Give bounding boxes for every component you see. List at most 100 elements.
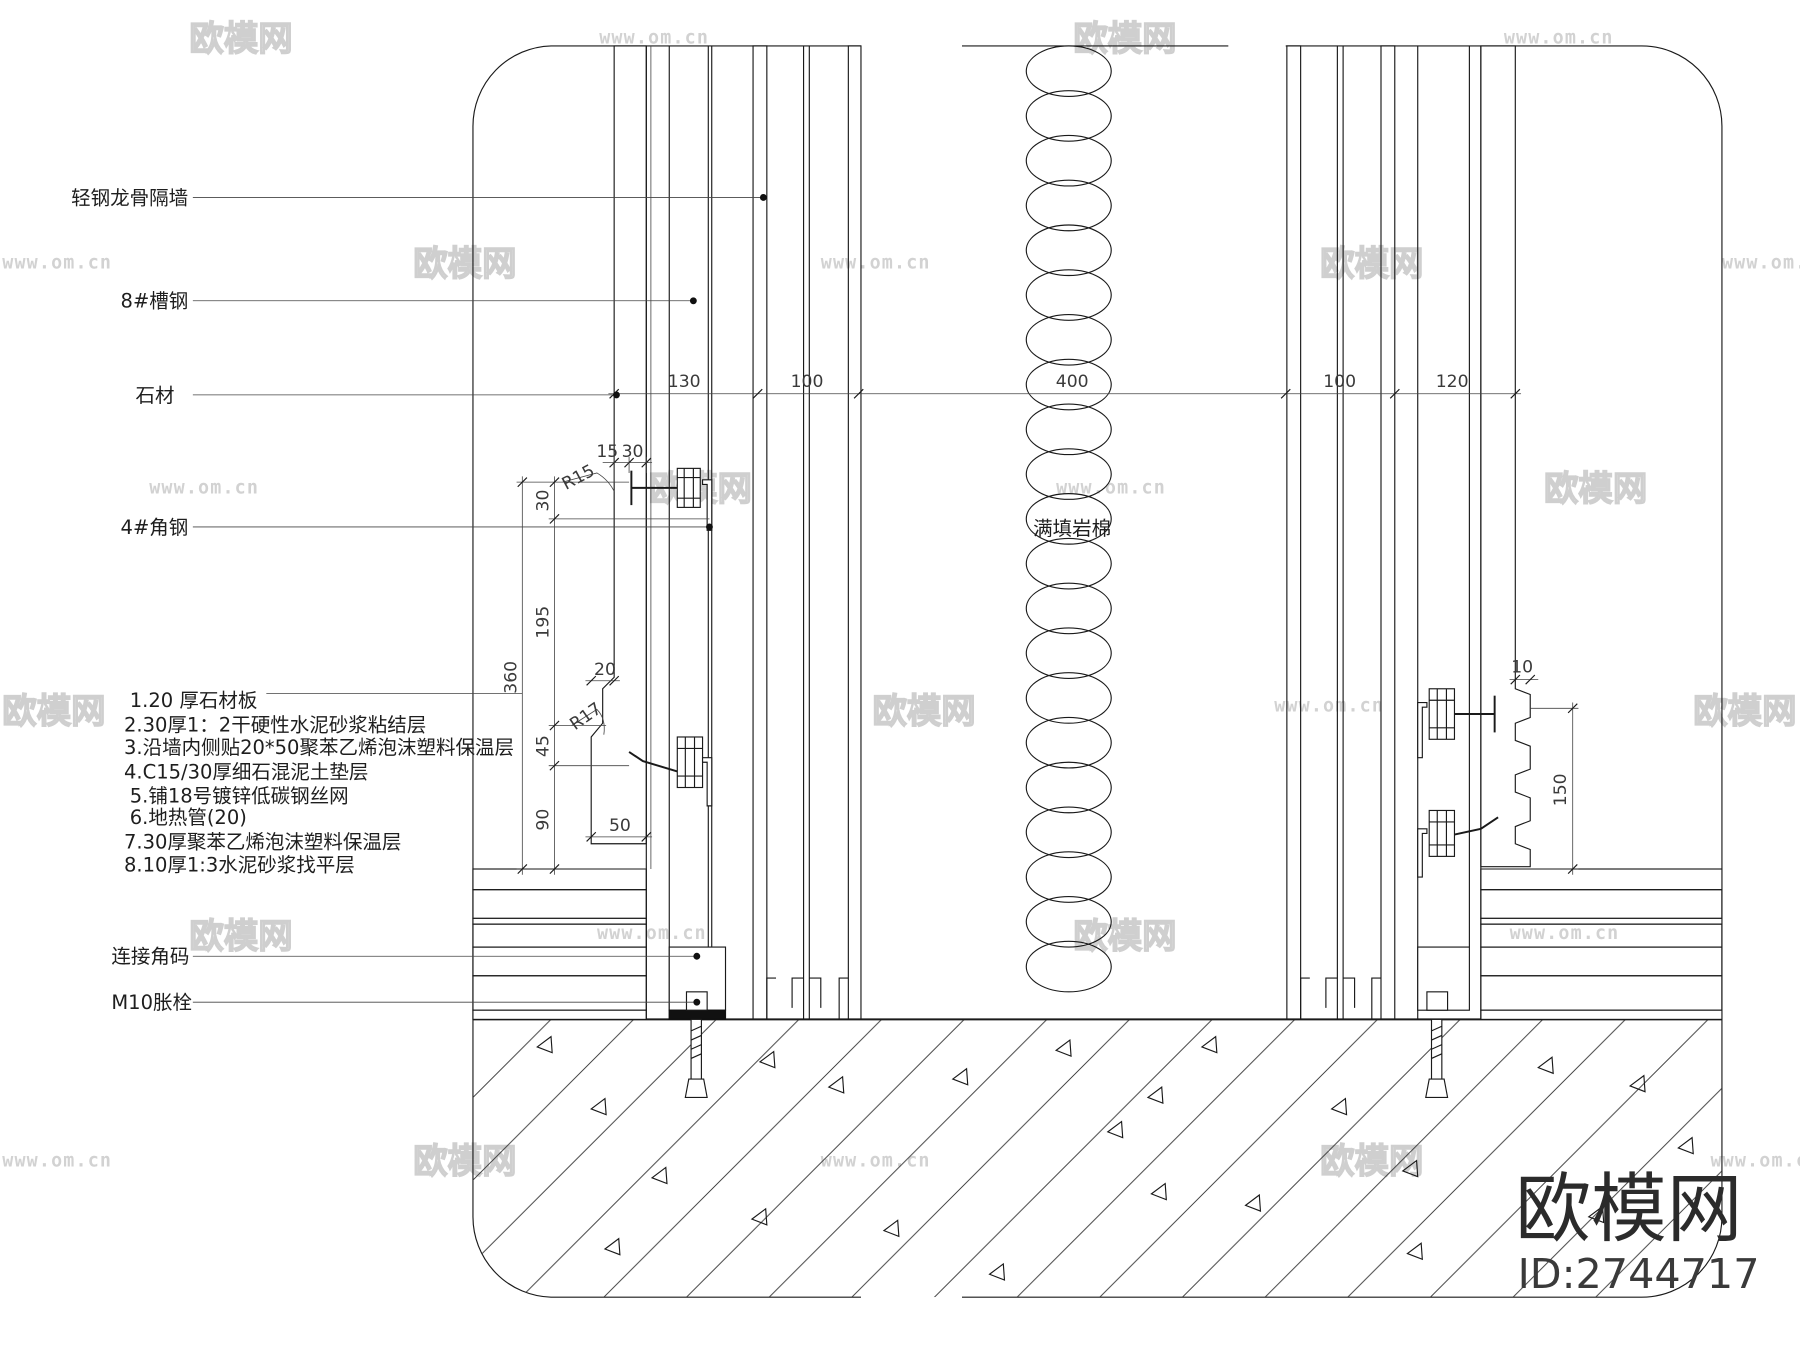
dim-top-stone-zone: 130 [668,372,701,392]
floor-mortar-layer [472,889,647,919]
rock-wool-coil [1025,761,1112,814]
callout-channel-steel: 8#槽钢 [121,290,189,313]
slab-aggregate-triangle [988,1262,1006,1281]
floor-layers-right [1480,868,1723,1020]
leader-dot [613,391,620,399]
dim-150-ticks [1567,703,1578,875]
rock-wool-infill [1025,45,1112,993]
rock-wool-coil [1025,940,1112,993]
floor-mortar-layer [1480,889,1723,919]
watermark-url: www.om.cn [1504,28,1614,49]
watermark-logo: 欧模网 [1073,917,1176,957]
left-lower-angle-steel [701,757,713,807]
slab-aggregate-triangle [1677,1136,1694,1155]
dim-15-30-extensions [613,456,647,483]
legend-item-1: 1.20 厚石材板 [130,689,258,712]
callout-light-steel-partition: 轻钢龙骨隔墙 [71,186,188,209]
slab-aggregate-triangle [650,1166,668,1185]
left-upper-bolt [676,467,701,508]
slab-aggregate-triangle [1401,1159,1419,1178]
slab-aggregate-marks [536,1035,1694,1281]
rock-wool-coil [1025,90,1112,142]
right-detail-dimensions: 10 150 [1480,658,1579,875]
rock-wool-label: 满填岩棉 [1033,517,1111,540]
watermark-url: www.om.cn [1710,1150,1800,1171]
right-anchor-nut [1426,991,1449,1011]
right-upper-angle-steel [1417,701,1428,759]
top-dimension-chain: 130 100 400 100 120 [608,372,1522,399]
dim-30-horizontal: 30 [622,442,644,462]
slab-aggregate-triangle [1054,1038,1072,1057]
right-partition-board-outer [1380,45,1396,1020]
leader-dot [705,523,713,531]
right-light-steel-partition [1286,45,1396,1020]
floor-concrete-layer [472,946,647,977]
left-lower-bracket [628,736,713,807]
left-lower-bolt-nut [677,736,703,788]
callout-connector: 连接角码 [111,945,189,968]
left-partition-board-outer [752,45,768,1020]
slab-aggregate-triangle [1200,1035,1218,1054]
right-partition-board-inner [1286,45,1302,1020]
watermark-url: www.om.cn [599,28,709,49]
callout-stone: 石材 [135,384,174,407]
slab-aggregate-triangle [1628,1074,1646,1093]
slab-aggregate-triangle [1330,1097,1348,1116]
callout-anchor-bolt: M10胀栓 [111,991,192,1014]
watermark-logo: 欧模网 [1544,470,1647,510]
concrete-slab [472,1019,1722,1298]
leader-dot [693,998,701,1006]
dim-20: 20 [594,660,616,680]
rock-wool-coil [1025,269,1112,321]
dim-50-ticks [586,831,652,842]
floor-mesh-layer [1480,917,1723,925]
left-bottom-track [766,977,849,1020]
right-lower-bolt [1428,809,1456,857]
legend-item-5: 5.铺18号镀锌低碳钢丝网 [130,784,349,807]
left-partition-board-inner [847,45,862,1020]
watermark-logo: 欧模网 [189,917,292,957]
dim-10: 10 [1511,658,1533,678]
rock-wool-coil [1025,313,1112,366]
left-anchor-expansion-sleeve [684,1078,708,1099]
dim-90: 90 [534,809,554,831]
right-lower-angle-steel [1417,828,1428,878]
slab-hatch [472,1019,1722,1298]
rock-wool-coil [1025,537,1112,590]
dim-left-ticks [517,477,560,875]
left-upper-bolt-nut [677,468,701,508]
rock-wool-coil [1025,672,1112,724]
rock-wool-coil [1025,358,1112,411]
callout-angle-steel: 4#角钢 [121,516,189,539]
dim-top-rock-wool: 400 [1056,372,1089,392]
rock-wool-coil [1025,45,1112,98]
dim-r15-leader [562,472,615,492]
dim-top-right-partition: 100 [1323,372,1356,392]
right-lower-bolt-nut [1429,810,1455,857]
watermark-logo: 欧模网 [1693,692,1796,732]
right-anchor-expansion-sleeve [1425,1078,1449,1099]
rock-wool-coil [1025,134,1112,187]
watermark-logo: 欧模网 [413,245,516,285]
floor-layer-legend: 1.20 厚石材板 2.30厚1：2干硬性水泥砂浆粘结层 3.沿墙内侧贴20*5… [124,689,523,876]
slab-aggregate-triangle [758,1050,776,1069]
floor-screed-layer [472,1009,647,1020]
left-anchor-thread [690,1025,702,1059]
floor-stone-layer [1480,868,1723,891]
left-upper-angle-steel [701,479,713,531]
legend-item-4: 4.C15/30厚细石混泥土垫层 [124,760,368,783]
legend-item-7: 7.30厚聚苯乙烯泡沫塑料保温层 [124,830,401,853]
slab-aggregate-triangle [951,1067,969,1086]
slab-aggregate-triangle [882,1219,900,1238]
watermark-url: www.om.cn [2,253,112,274]
watermark-url: www.om.cn [149,478,259,499]
left-light-steel-partition [752,45,862,1020]
rock-wool-coil [1025,224,1112,277]
legend-item-3: 3.沿墙内侧贴20*50聚苯乙烯泡沫塑料保温层 [124,736,514,759]
legend-item-2: 2.30厚1：2干硬性水泥砂浆粘结层 [124,713,426,736]
floor-insulation-layer-2 [1480,975,1723,1011]
rock-wool-coil [1025,582,1112,635]
rock-wool-coil [1025,403,1112,456]
watermark-url: www.om.cn [2,1150,112,1171]
left-upper-bracket [630,467,713,531]
